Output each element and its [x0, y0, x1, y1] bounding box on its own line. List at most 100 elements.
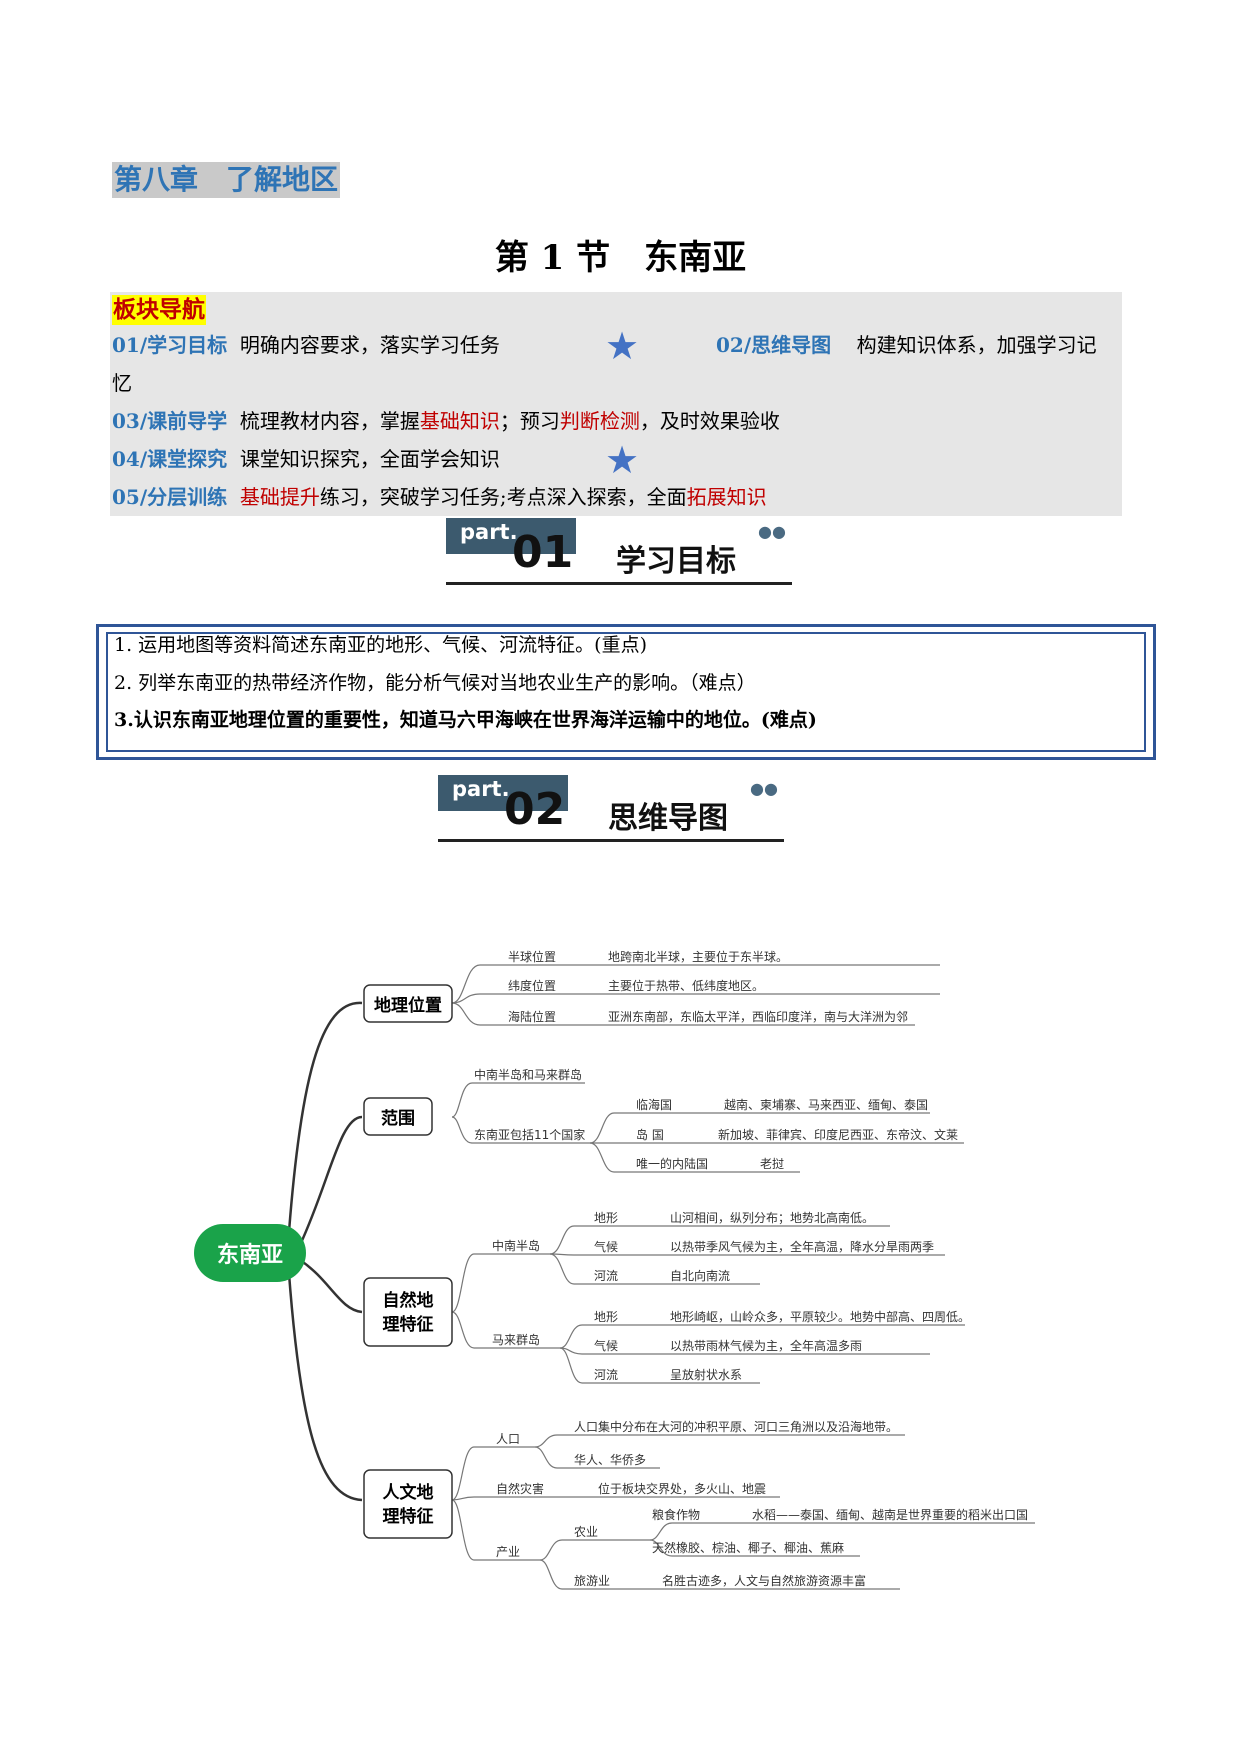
nav-label-05[interactable]: 05/分层训练 [112, 485, 228, 509]
banner-rule [438, 839, 784, 842]
nav-text-05b: 练习，突破学习任务;考点深入探索，全面 [319, 485, 687, 509]
nav-text-03d: 判断检测 [559, 409, 640, 433]
hum-value: 水稻——泰国、缅甸、越南是世界重要的稻米出口国 [752, 1507, 1028, 1522]
banner-rule [446, 582, 792, 585]
part-title: 学习目标 [616, 544, 736, 579]
nav-line-wrap: 忆 [112, 371, 132, 395]
nat-value: 以热带季风气候为主，全年高温，降水分旱雨两季 [670, 1239, 934, 1254]
star-icon: ★ [605, 324, 640, 368]
nat-item: 河流 [594, 1368, 618, 1382]
nav-label-01[interactable]: 01/学习目标 [112, 333, 228, 357]
dots-icon: ●● [750, 779, 778, 798]
geo-item: 海陆位置 [508, 1009, 556, 1024]
node-natural-label-2: 理特征 [383, 1314, 434, 1335]
nat-item: 地形 [594, 1310, 618, 1324]
hum-value: 华人、华侨多 [574, 1453, 646, 1467]
nat-value: 山河相间，纵列分布；地势北高南低。 [670, 1210, 874, 1225]
hum-value: 天然橡胶、棕油、椰子、椰油、蕉麻 [652, 1540, 844, 1555]
nav-panel [110, 292, 1122, 516]
part-01-banner: part. 01 学习目标 ●● [446, 518, 792, 590]
objective-item: 1. 运用地图等资料简述东南亚的地形、气候、河流特征。(重点) [114, 634, 647, 656]
node-human[interactable] [363, 1469, 453, 1539]
node-natural-label-1: 自然地 [383, 1290, 434, 1311]
part-box [438, 775, 568, 811]
nav-line-4: 04/课堂探究 课堂知识探究，全面学会知识 [112, 445, 500, 473]
part-label: part. [452, 777, 510, 801]
hum-sub: 粮食作物 [652, 1507, 700, 1522]
nav-label-04[interactable]: 04/课堂探究 [112, 447, 228, 471]
dots-icon: ●● [758, 522, 786, 541]
scope-sub: 唯一的内陆国 [636, 1156, 708, 1171]
nav-text-04: 课堂知识探究，全面学会知识 [239, 447, 500, 471]
hum-sub: 旅游业 [574, 1574, 610, 1588]
objective-item: 3.认识东南亚地理位置的重要性，知道马六甲海峡在世界海洋运输中的地位。(难点) [114, 709, 817, 731]
scope-value: 越南、柬埔寨、马来西亚、缅甸、泰国 [724, 1097, 928, 1112]
nav-line-1b: 02/思维导图 构建知识体系，加强学习记 [716, 331, 1097, 359]
nat-item: 气候 [594, 1338, 618, 1353]
node-geo[interactable] [363, 984, 453, 1023]
part-label: part. [460, 520, 518, 544]
sub-branches [451, 964, 1035, 1590]
nav-text-03b: 基础知识 [419, 409, 500, 433]
node-human-label-2: 理特征 [383, 1506, 434, 1527]
part-02-banner: part. 02 思维导图 ●● [438, 775, 784, 847]
scope-sub: 临海国 [636, 1097, 672, 1112]
hum-item: 自然灾害 [496, 1481, 544, 1496]
hum-value: 位于板块交界处，多火山、地震 [598, 1481, 766, 1496]
main-branches [286, 1001, 363, 1502]
hum-value: 人口集中分布在大河的冲积平原、河口三角洲以及沿海地带。 [574, 1419, 898, 1434]
node-geo-label: 地理位置 [374, 995, 442, 1016]
hum-item: 产业 [496, 1545, 520, 1559]
nat-item: 河流 [594, 1269, 618, 1283]
objective-item: 2. 列举东南亚的热带经济作物，能分析气候对当地农业生产的影响。（难点） [114, 672, 756, 694]
nav-line-5: 05/分层训练 基础提升练习，突破学习任务;考点深入探索，全面拓展知识 [112, 483, 767, 511]
nat-value: 地形崎岖，山岭众多，平原较少。地势中部高、四周低。 [670, 1309, 970, 1324]
scope-value: 新加坡、菲律宾、印度尼西亚、东帝汶、文莱 [718, 1127, 958, 1142]
nav-text-05c: 拓展知识 [686, 485, 767, 509]
nav-text-03c: ；预习 [499, 409, 560, 433]
nav-text-05a: 基础提升 [239, 485, 320, 509]
root-node[interactable] [194, 1224, 306, 1282]
geo-value: 亚洲东南部，东临太平洋，西临印度洋，南与大洋洲为邻 [608, 1009, 908, 1024]
objectives-inner-frame [106, 632, 1146, 752]
star-icon: ★ [605, 438, 640, 482]
nav-label-03[interactable]: 03/课前导学 [112, 409, 228, 433]
geo-value: 主要位于热带、低纬度地区。 [608, 978, 764, 993]
part-box [446, 518, 576, 554]
nav-text-03e: ，及时效果验收 [639, 409, 780, 433]
node-scope[interactable] [363, 1097, 433, 1136]
nat-region: 中南半岛 [492, 1238, 540, 1253]
part-number: 01 [512, 527, 574, 578]
nav-heading: 板块导航 [112, 295, 206, 325]
hum-sub: 农业 [574, 1525, 598, 1539]
node-natural[interactable] [363, 1277, 453, 1347]
nav-line-3: 03/课前导学 梳理教材内容，掌握基础知识；预习判断检测，及时效果验收 [112, 407, 780, 435]
nat-item: 气候 [594, 1239, 618, 1254]
scope-sub: 岛 国 [636, 1127, 664, 1142]
hum-value: 名胜古迹多，人文与自然旅游资源丰富 [662, 1573, 866, 1588]
part-number: 02 [504, 784, 566, 835]
nat-value: 以热带雨林气候为主，全年高温多雨 [670, 1338, 862, 1353]
node-scope-label: 范围 [381, 1108, 415, 1129]
nav-text-03a: 梳理教材内容，掌握 [239, 409, 420, 433]
nav-label-02[interactable]: 02/思维导图 [716, 333, 832, 357]
nat-region: 马来群岛 [492, 1332, 540, 1347]
nat-value: 自北向南流 [670, 1268, 730, 1283]
scope-value: 老挝 [760, 1157, 784, 1171]
geo-item: 纬度位置 [508, 978, 556, 993]
node-human-label-1: 人文地 [383, 1482, 434, 1503]
geo-item: 半球位置 [508, 949, 556, 964]
nav-text-02: 构建知识体系，加强学习记 [856, 333, 1097, 357]
nav-line-1: 01/学习目标 明确内容要求，落实学习任务 [112, 331, 500, 359]
nat-value: 呈放射状水系 [670, 1367, 742, 1382]
nav-text-01: 明确内容要求，落实学习任务 [239, 333, 500, 357]
root-label: 东南亚 [217, 1242, 283, 1268]
part-title: 思维导图 [608, 801, 728, 836]
scope-item: 中南半岛和马来群岛 [474, 1067, 582, 1082]
mindmap-leaves: 半球位置 地跨南北半球，主要位于东半球。 纬度位置 主要位于热带、低纬度地区。 … [474, 949, 1028, 1588]
chapter-title: 第八章 了解地区 [112, 162, 341, 198]
section-title: 第 1 节 东南亚 [494, 238, 747, 278]
hum-item: 人口 [496, 1432, 520, 1446]
objectives-frame [96, 624, 1156, 760]
